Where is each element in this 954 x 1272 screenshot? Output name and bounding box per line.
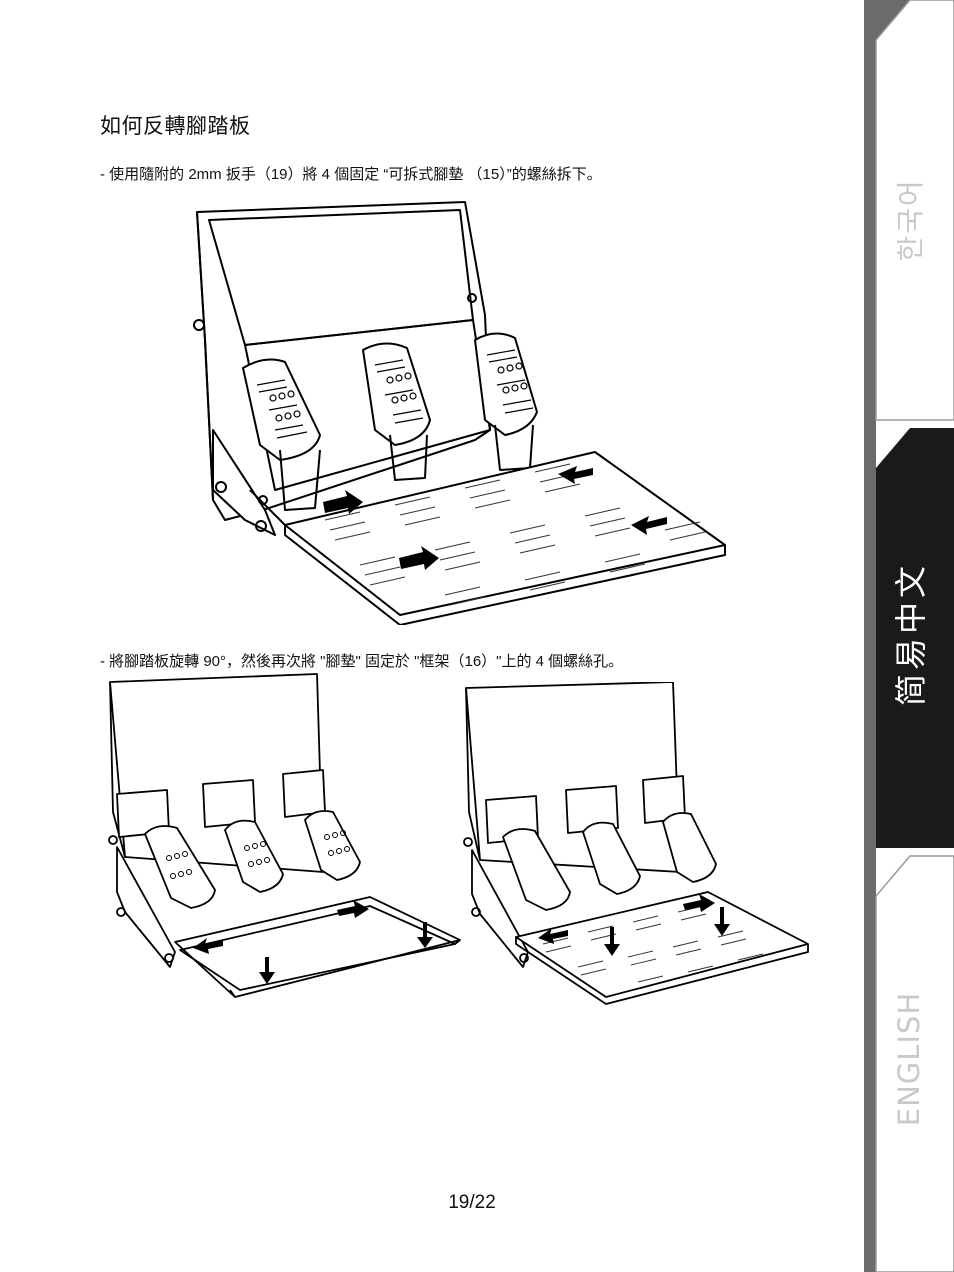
pedal-plate-removal-illustration <box>193 201 726 625</box>
tab-korean[interactable]: 한국어 <box>894 178 927 262</box>
tab-english[interactable]: ENGLISH <box>892 991 926 1127</box>
plate-reattached-illustration <box>463 682 809 1005</box>
tab-chinese[interactable]: 简易中文 <box>892 561 930 706</box>
frame-holes-illustration <box>108 673 461 998</box>
language-tabs <box>864 0 954 1272</box>
page-title: 如何反轉腳踏板 <box>100 114 251 138</box>
step-1-instruction: - 使用隨附的 2mm 扳手（19）將 4 個固定 “可拆式腳墊 （15）”的螺… <box>100 166 602 183</box>
step-2-instruction: - 將腳踏板旋轉 90°，然後再次將 "腳墊" 固定於 "框架（16）"上的 4… <box>100 653 624 670</box>
language-tab-labels: 한국어 简易中文 ENGLISH <box>864 0 954 1272</box>
page-number: 19/22 <box>448 1192 496 1213</box>
